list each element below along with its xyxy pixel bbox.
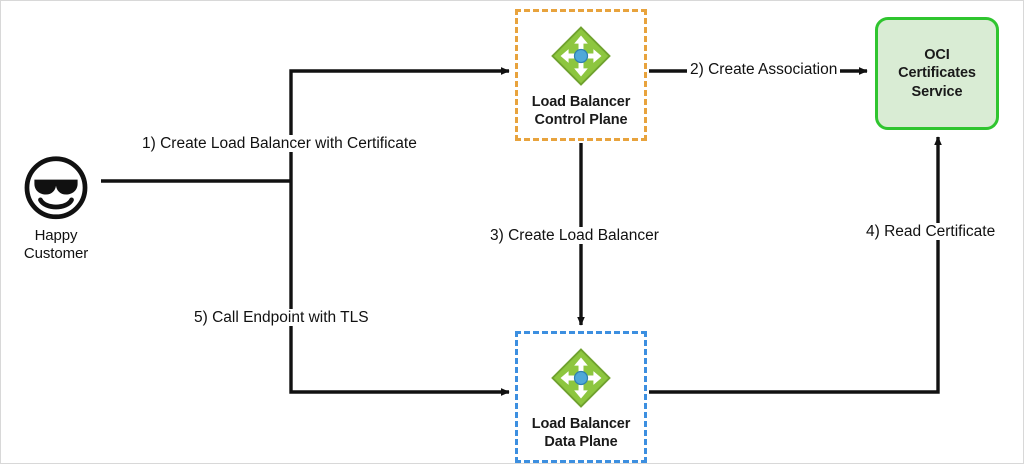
happy-customer-node: Happy Customer (15, 154, 97, 264)
edge-4-read-certificate (649, 136, 942, 394)
edge-1-create-load-balancer-with-certificate (101, 67, 510, 183)
data-plane-label-line1: Load Balancer (531, 415, 631, 432)
edge-5-call-endpoint-with-tls (289, 181, 510, 396)
edge-2-label: 2) Create Association (687, 61, 841, 79)
load-balancer-control-plane-label: Load Balancer Control Plane (532, 93, 631, 129)
load-balancer-icon (551, 26, 611, 86)
cert-label-line3: Service (911, 83, 963, 100)
load-balancer-data-plane-label: Load Balancer Data Plane (532, 415, 631, 451)
data-plane-label-line2: Data Plane (544, 434, 618, 450)
happy-customer-label: Happy Customer (24, 227, 88, 265)
load-balancer-icon (551, 348, 611, 408)
cert-label-line1: OCI (924, 47, 950, 64)
edge-3-label: 3) Create Load Balancer (487, 227, 662, 245)
control-plane-label-line1: Load Balancer (531, 93, 631, 110)
control-plane-label-line2: Control Plane (534, 112, 628, 128)
edge-4-label: 4) Read Certificate (863, 223, 999, 241)
cert-label-line2: Certificates (898, 65, 976, 82)
edge-5-label: 5) Call Endpoint with TLS (191, 309, 372, 327)
oci-certificates-service-label: OCI Certificates Service (898, 46, 976, 100)
load-balancer-control-plane-node[interactable]: Load Balancer Control Plane (515, 9, 647, 141)
oci-certificates-service-node[interactable]: OCI Certificates Service (875, 17, 999, 130)
smiley-sunglasses-icon (24, 156, 88, 220)
customer-label-line1: Happy (34, 226, 78, 244)
edge-1-label: 1) Create Load Balancer with Certificate (139, 135, 420, 153)
load-balancer-data-plane-node[interactable]: Load Balancer Data Plane (515, 331, 647, 463)
customer-label-line2: Customer (23, 245, 89, 263)
